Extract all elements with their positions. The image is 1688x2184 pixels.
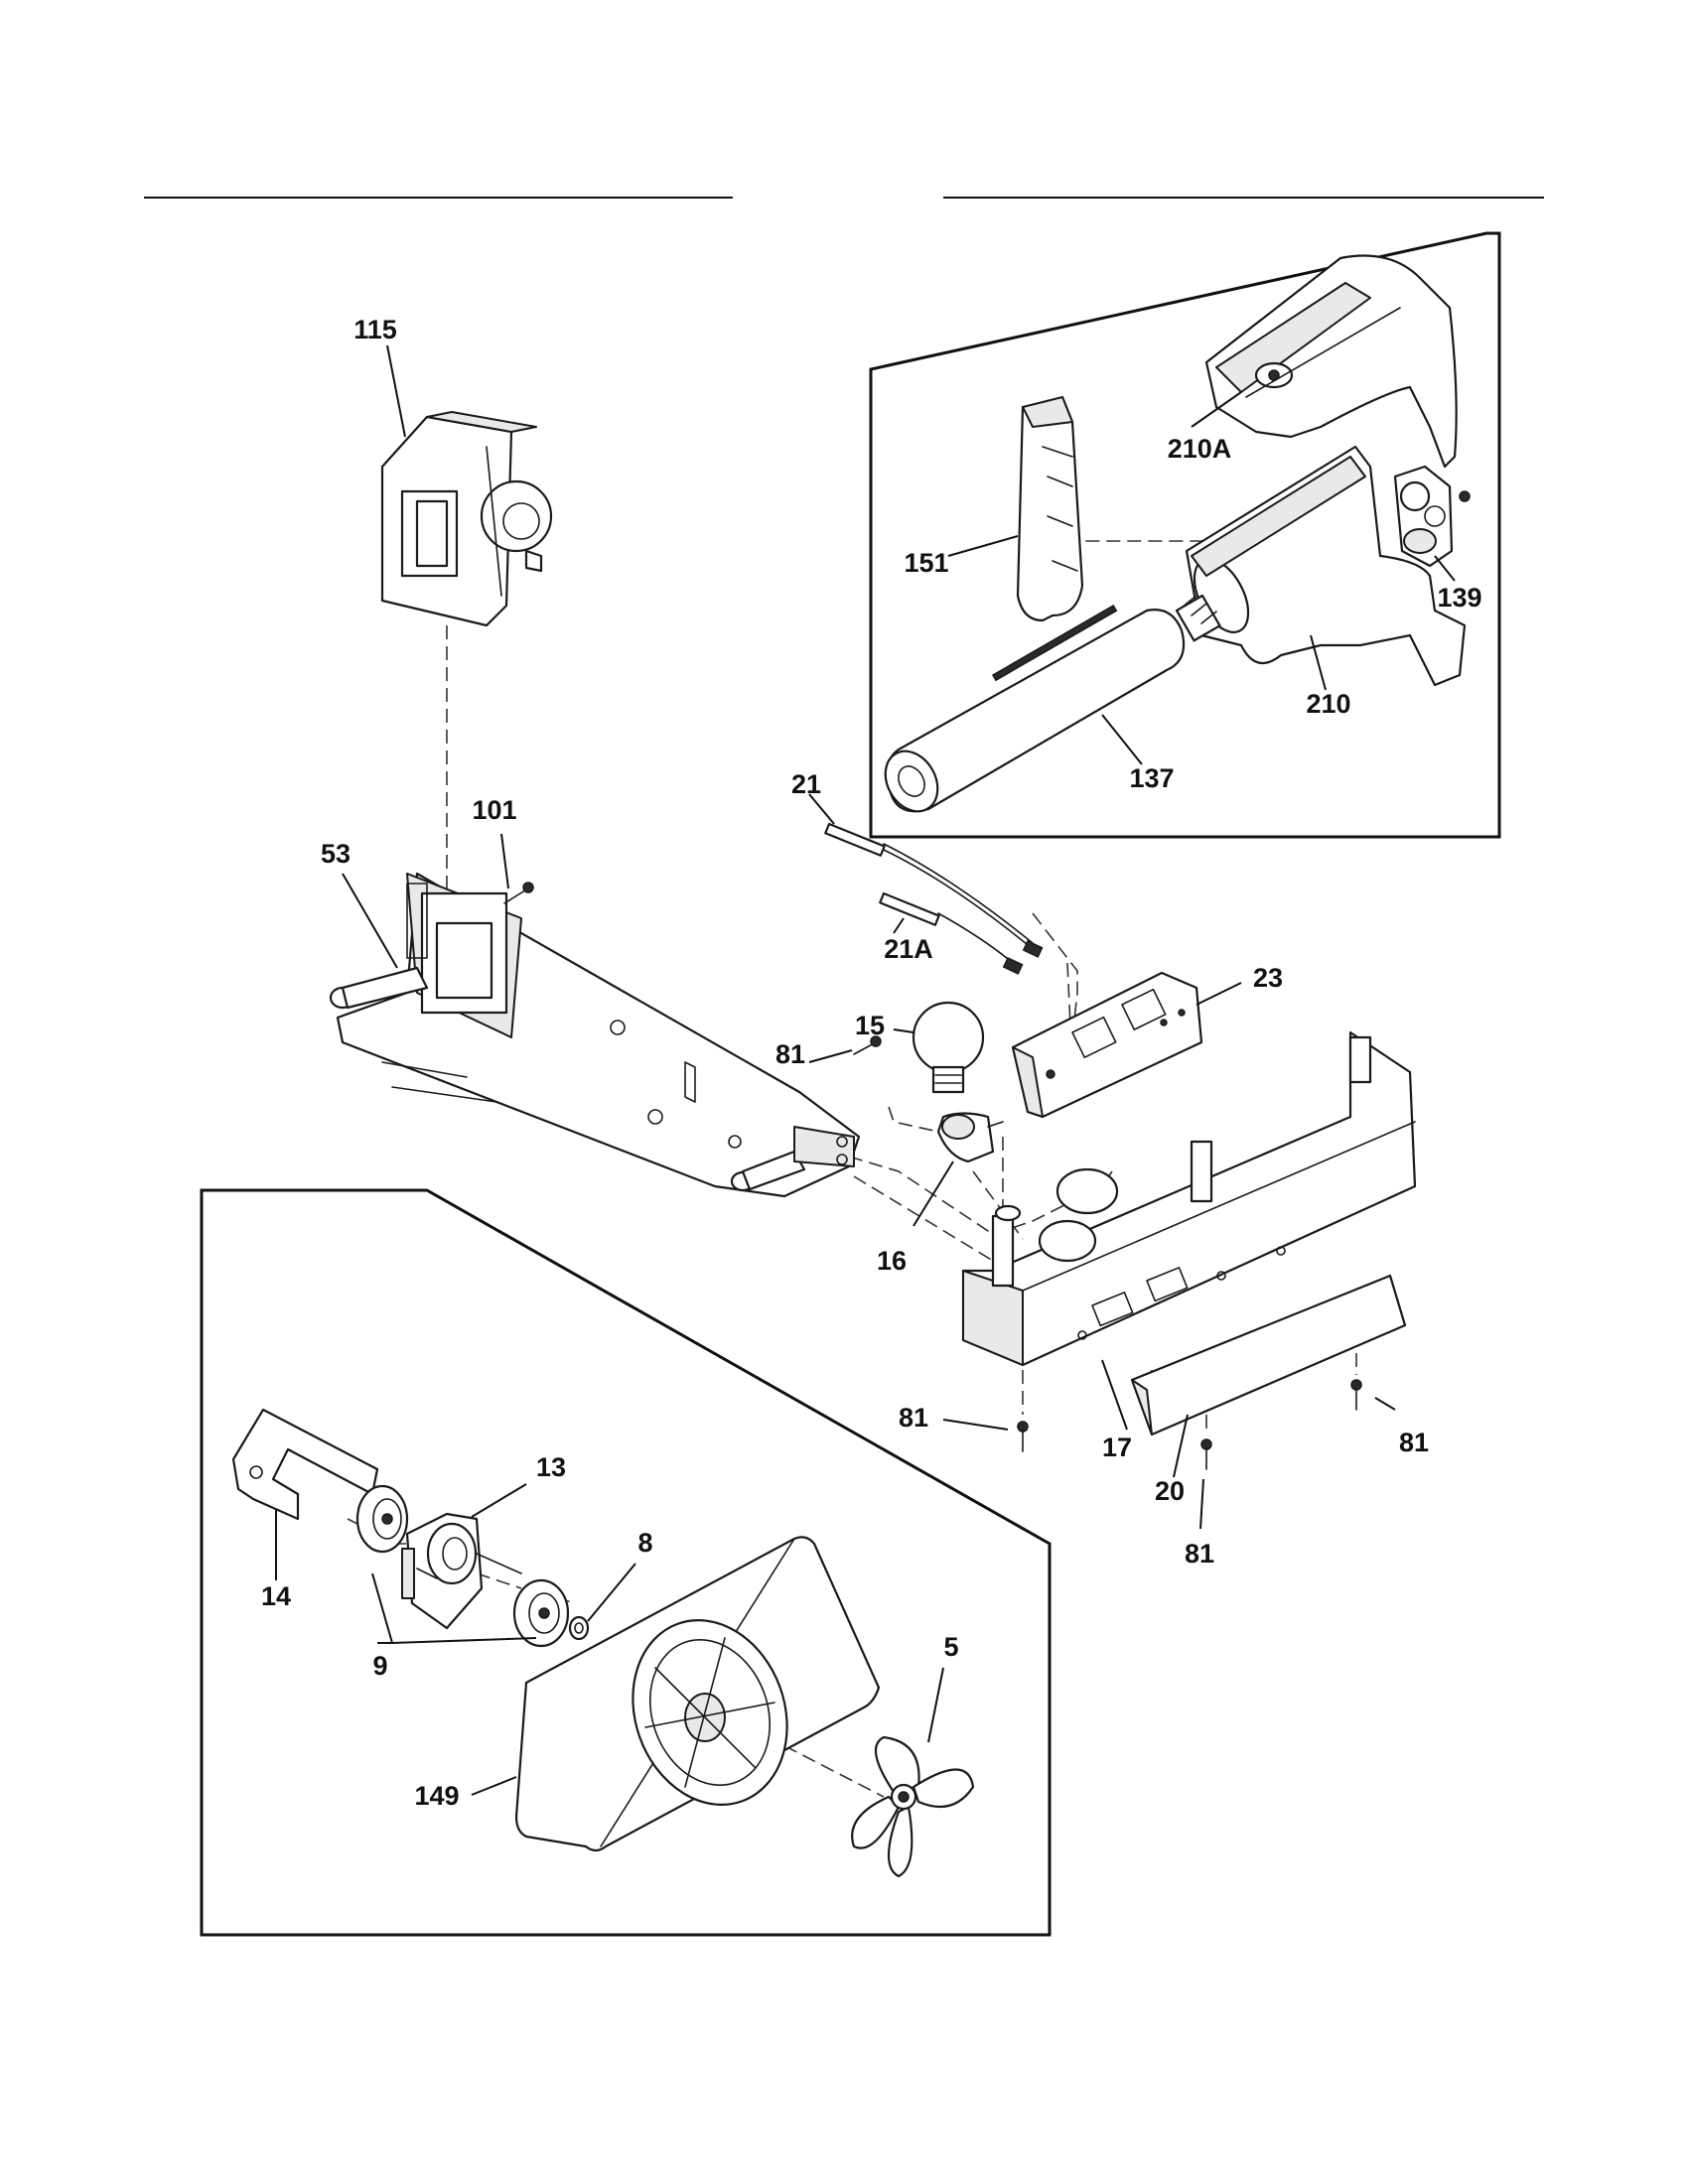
part-13-fan-motor — [401, 1512, 522, 1630]
part-53-dispenser-housing — [329, 872, 861, 1198]
callout-53: 53 — [321, 839, 351, 869]
part-81-screw-bottom — [1200, 1438, 1212, 1470]
callout-23: 23 — [1253, 963, 1283, 993]
callout-14: 14 — [261, 1581, 291, 1611]
part-137-water-filter — [884, 594, 1221, 813]
part-9-grommet-right — [512, 1578, 570, 1648]
part-15-light-bulb — [912, 1001, 985, 1094]
callout-137: 137 — [1129, 763, 1174, 793]
callout-21a: 21A — [884, 934, 933, 964]
callout-210a: 210A — [1168, 434, 1232, 464]
part-210a-filter-housing-upper — [1204, 254, 1458, 469]
part-14-bracket — [231, 1408, 379, 1521]
part-8-washer — [568, 1615, 590, 1641]
part-115-ice-maker — [380, 411, 553, 627]
callout-16: 16 — [877, 1246, 907, 1276]
filter-assembly-inset-frame — [869, 231, 1501, 839]
callout-101: 101 — [472, 795, 516, 825]
part-20-faceplate — [1130, 1274, 1407, 1436]
part-151-filter-cover — [1016, 395, 1084, 622]
callout-151: 151 — [904, 548, 948, 578]
fan-assembly-inset-frame — [200, 1188, 1052, 1937]
callout-15: 15 — [855, 1011, 885, 1040]
callout-210: 210 — [1306, 689, 1350, 719]
part-101-screw — [503, 882, 534, 904]
callout-17: 17 — [1102, 1433, 1132, 1462]
callout-81-right: 81 — [1399, 1428, 1429, 1457]
callout-5: 5 — [943, 1632, 958, 1662]
callout-81-bottom: 81 — [1185, 1539, 1214, 1569]
part-149-fan-shroud — [514, 1536, 881, 1852]
callout-9: 9 — [372, 1651, 387, 1681]
callout-13: 13 — [536, 1452, 566, 1482]
callout-139: 139 — [1437, 583, 1481, 613]
callout-labels: 115 210A 151 139 210 137 21 101 53 21A 2… — [261, 315, 1482, 1811]
callout-81-left: 81 — [899, 1403, 928, 1433]
part-139-valve — [1393, 465, 1471, 568]
part-81-screw-right — [1350, 1379, 1362, 1411]
part-21-thermistor — [824, 822, 1044, 958]
callout-8: 8 — [637, 1528, 652, 1558]
part-5-fan-blade — [851, 1735, 975, 1878]
part-9-grommet-left — [355, 1484, 409, 1554]
part-81-screw-housing — [853, 1035, 882, 1055]
callout-20: 20 — [1155, 1476, 1185, 1506]
callout-21: 21 — [791, 769, 821, 799]
callout-115: 115 — [353, 315, 397, 344]
part-17-dispenser-panel — [961, 1030, 1417, 1367]
callout-149: 149 — [414, 1781, 459, 1811]
callout-81-housing: 81 — [775, 1039, 805, 1069]
part-16-lamp-socket — [936, 1112, 1004, 1163]
leader-lines — [275, 344, 1456, 1796]
part-81-screw-left — [1017, 1421, 1029, 1452]
part-23-control-board — [1011, 971, 1203, 1119]
part-21a-thermistor — [879, 891, 1024, 975]
